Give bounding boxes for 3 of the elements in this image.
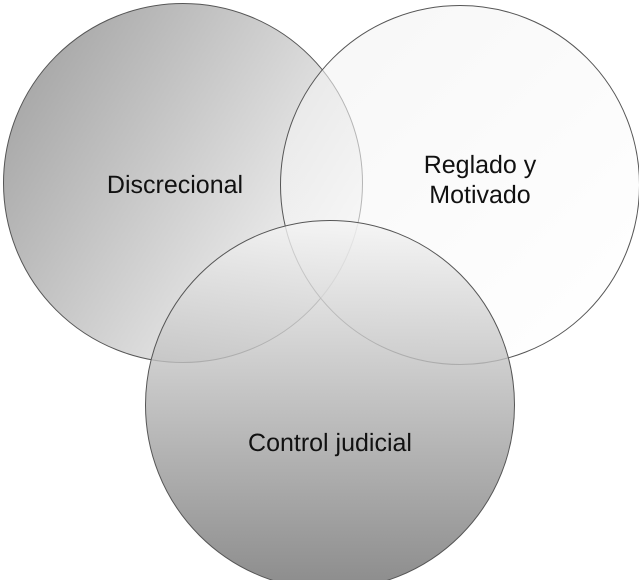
circle-label: Discrecional <box>106 170 244 200</box>
circle-label: Control judicial <box>247 428 413 458</box>
circle-label: Reglado y Motivado <box>422 150 538 210</box>
